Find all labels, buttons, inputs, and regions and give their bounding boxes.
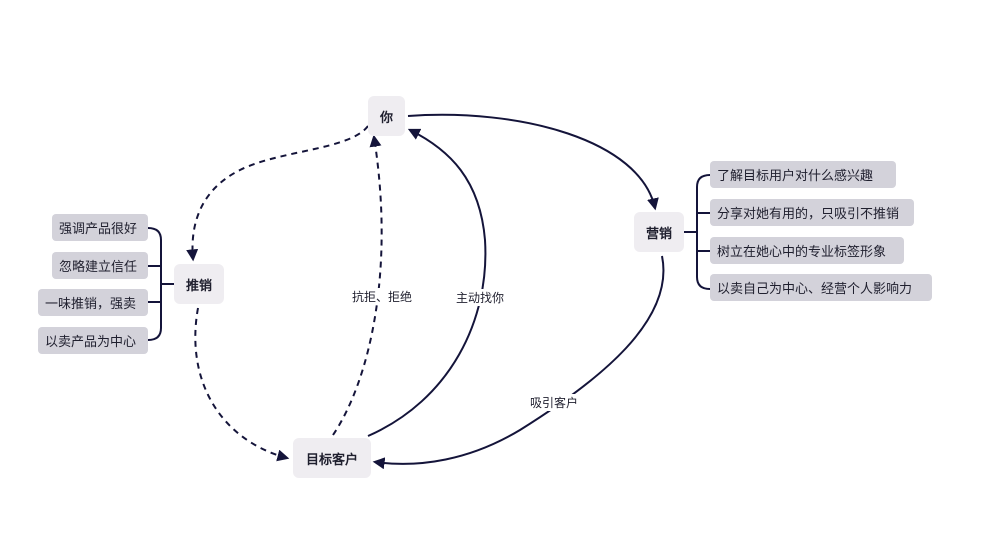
node-push-sales[interactable]: 推销 (174, 264, 224, 304)
edge-label-seek-you: 主动找你 (455, 289, 506, 306)
push-sales-item[interactable]: 强调产品很好 (52, 214, 148, 241)
edge-you-to-marketing (407, 113, 659, 211)
edge-you-to-push-sales (186, 125, 369, 262)
marketing-bracket (684, 174, 711, 290)
push-sales-item[interactable]: 忽略建立信任 (52, 252, 148, 279)
push-sales-bracket (147, 227, 174, 341)
edge-label-attract: 吸引客户 (529, 394, 580, 411)
edge-customer-reject-you (332, 134, 383, 436)
push-sales-item[interactable]: 一味推销，强卖 (38, 289, 148, 316)
node-you[interactable]: 你 (368, 96, 405, 136)
edge-label-reject: 抗拒、拒绝 (351, 288, 414, 305)
push-sales-item[interactable]: 以卖产品为中心 (38, 327, 148, 354)
edge-customer-seek-you (367, 128, 487, 437)
node-target-customer[interactable]: 目标客户 (293, 438, 371, 478)
marketing-item[interactable]: 以卖自己为中心、经营个人影响力 (710, 274, 932, 301)
edge-push-sales-to-customer (194, 307, 290, 462)
marketing-item[interactable]: 树立在她心中的专业标签形象 (710, 237, 904, 264)
edge-marketing-attract-customer (372, 255, 665, 470)
node-marketing[interactable]: 营销 (634, 212, 684, 252)
marketing-item[interactable]: 了解目标用户对什么感兴趣 (710, 161, 896, 188)
marketing-item[interactable]: 分享对她有用的，只吸引不推销 (710, 199, 914, 226)
